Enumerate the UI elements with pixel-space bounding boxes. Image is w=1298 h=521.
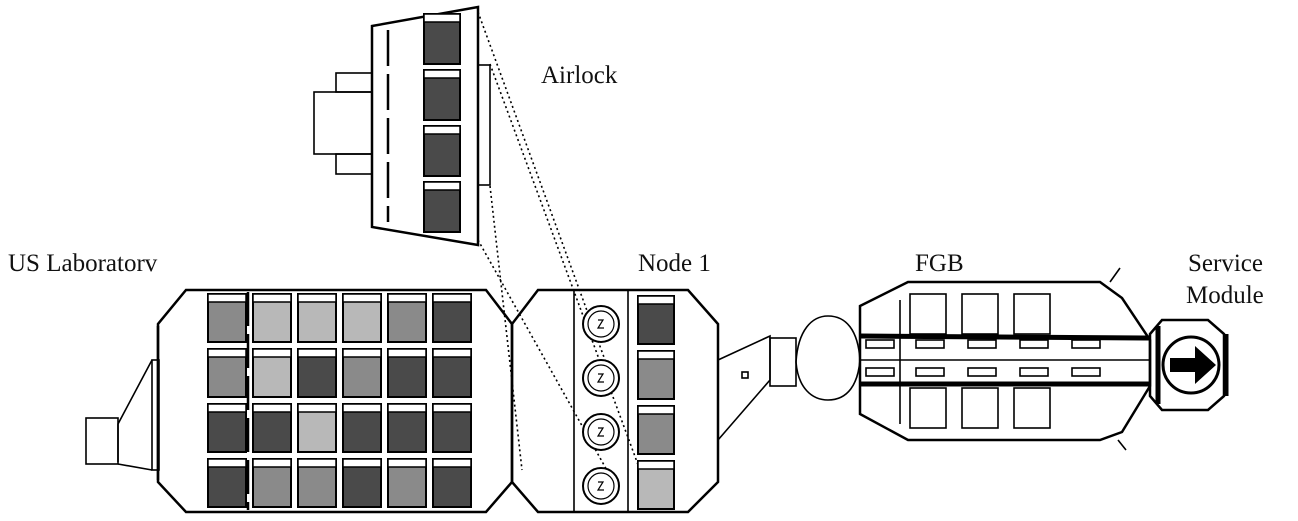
label-airlock: Airlock [541, 62, 618, 89]
lab-hatch [85, 417, 119, 465]
node1-port-marker [741, 371, 749, 379]
airlock-tank-top [335, 72, 373, 93]
hatch-ring [587, 472, 615, 500]
hatch-glyph [596, 427, 605, 437]
fgb-panel [1019, 367, 1049, 377]
fgb-panel [865, 367, 895, 377]
lab-rack [252, 293, 292, 343]
lab-rack [252, 403, 292, 453]
label-service-module-line2: Module [1186, 282, 1264, 309]
lab-rack [342, 458, 382, 508]
airlock-rack [423, 69, 461, 121]
label-node1: Node 1 [638, 250, 711, 277]
node1-rack [637, 405, 675, 455]
airlock-tank-bottom [335, 153, 373, 175]
pma-adapter [769, 337, 797, 387]
lab-rack [297, 293, 337, 343]
node1-rack [637, 295, 675, 345]
airlock-rack [423, 181, 461, 233]
lab-rack [207, 348, 247, 398]
label-fgb: FGB [915, 250, 964, 277]
hatch-glyph [596, 373, 605, 383]
service-module [1148, 318, 1229, 412]
direction-arrow-icon [1170, 346, 1216, 384]
lab-rack [387, 348, 427, 398]
airlock-rack [423, 125, 461, 177]
node1-hatches [582, 305, 620, 505]
us-laboratory-module [85, 288, 514, 514]
lab-rack [387, 403, 427, 453]
hatch-glyph [596, 481, 605, 491]
fgb-panel [1019, 339, 1049, 349]
lab-rack [432, 403, 472, 453]
airlock-projection-lines [477, 11, 641, 491]
fgb-panel [909, 293, 947, 335]
node1-rack [637, 460, 675, 510]
lab-rack [297, 348, 337, 398]
fgb-panel [915, 339, 945, 349]
lab-rack [207, 293, 247, 343]
fgb-panel [915, 367, 945, 377]
lab-rack [432, 293, 472, 343]
airlock-module [313, 5, 491, 247]
fgb-panel [1071, 339, 1101, 349]
lab-rack [342, 403, 382, 453]
lab-rack [387, 458, 427, 508]
fgb-module [795, 267, 1152, 451]
lab-rack [432, 458, 472, 508]
fgb-panel [961, 293, 999, 335]
lab-rack [252, 348, 292, 398]
lab-rack [207, 458, 247, 508]
hatch-glyph [596, 319, 605, 329]
fgb-panel [865, 339, 895, 349]
hatch-ring [587, 418, 615, 446]
lab-rack [297, 458, 337, 508]
lab-rack [252, 458, 292, 508]
lab-rack [342, 348, 382, 398]
lab-rack [207, 403, 247, 453]
fgb-panel [961, 387, 999, 429]
node1-module [510, 288, 797, 514]
label-us-laboratory: US Laboratorv [8, 250, 158, 277]
fgb-panel [1013, 293, 1051, 335]
hatch-ring [587, 310, 615, 338]
lab-rack [297, 403, 337, 453]
fgb-panel [967, 339, 997, 349]
lab-rack [432, 348, 472, 398]
hatch-ring [587, 364, 615, 392]
airlock-hatch-module [313, 91, 373, 155]
lab-rack [342, 293, 382, 343]
airlock-rack [423, 13, 461, 65]
fgb-panel [1071, 367, 1101, 377]
node1-rack [637, 350, 675, 400]
lab-rack [387, 293, 427, 343]
fgb-panel [909, 387, 947, 429]
fgb-panel [967, 367, 997, 377]
fgb-panel [1013, 387, 1051, 429]
label-service-module-line1: Service [1188, 250, 1263, 277]
